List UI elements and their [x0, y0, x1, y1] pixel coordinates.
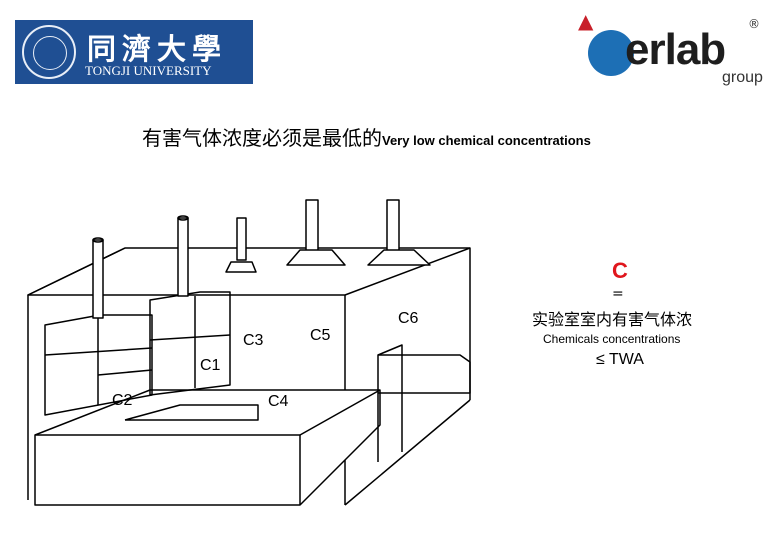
legend-twa-limit: ≤ TWA	[596, 351, 644, 368]
label-c6: C6	[398, 310, 419, 327]
hood-1	[225, 261, 257, 273]
middle-bench	[124, 404, 259, 421]
flame-icon: ▲	[578, 9, 594, 33]
door-frame	[377, 344, 403, 462]
duct-pipe-2	[177, 217, 189, 297]
legend-chinese-definition: 实验室室内有害气体浓	[532, 310, 693, 329]
hood-pipe-3	[386, 199, 400, 253]
erlab-wordmark: erlab	[625, 25, 726, 74]
tongji-logo-chinese: 同濟大學	[87, 32, 228, 66]
label-c5: C5	[310, 327, 331, 344]
duct-pipe-1	[92, 239, 104, 319]
left-cupboard-front	[44, 314, 153, 416]
tongji-university-logo: 同濟大學 TONGJI UNIVERSITY	[15, 20, 253, 84]
middle-cupboard-front	[149, 291, 231, 396]
room-right-wall-bottom	[344, 399, 471, 506]
right-bench	[378, 354, 471, 394]
legend-equals: =	[612, 286, 624, 302]
registered-mark: ®	[748, 17, 760, 31]
globe-icon	[588, 30, 634, 76]
tongji-logo-english: TONGJI UNIVERSITY	[85, 63, 212, 78]
title-english: Very low chemical concentrations	[382, 133, 591, 148]
label-c3: C3	[243, 332, 264, 349]
label-c1: C1	[200, 357, 221, 374]
hood-pipe-1	[236, 217, 247, 261]
title-chinese: 有害气体浓度必须是最低的	[142, 126, 382, 150]
tongji-seal-icon	[22, 25, 76, 79]
hood-3	[367, 249, 431, 266]
left-cupboard-shelf	[44, 347, 153, 356]
erlab-group-logo: ▲ erlab ® group	[570, 5, 770, 95]
label-c4: C4	[268, 393, 289, 410]
label-c2: C2	[112, 392, 133, 409]
middle-cupboard-shelf	[149, 334, 231, 341]
legend-c-letter: C	[612, 258, 628, 283]
floor-side-edge	[299, 389, 381, 436]
slide-title: 有害气体浓度必须是最低的Very low chemical concentrat…	[142, 122, 591, 151]
hood-pipe-2	[305, 199, 319, 253]
legend-english-definition: Chemicals concentrations	[543, 332, 681, 346]
erlab-group-text: group	[722, 69, 763, 86]
left-cupboard-shelf-2	[97, 369, 153, 376]
hood-2	[286, 249, 346, 266]
